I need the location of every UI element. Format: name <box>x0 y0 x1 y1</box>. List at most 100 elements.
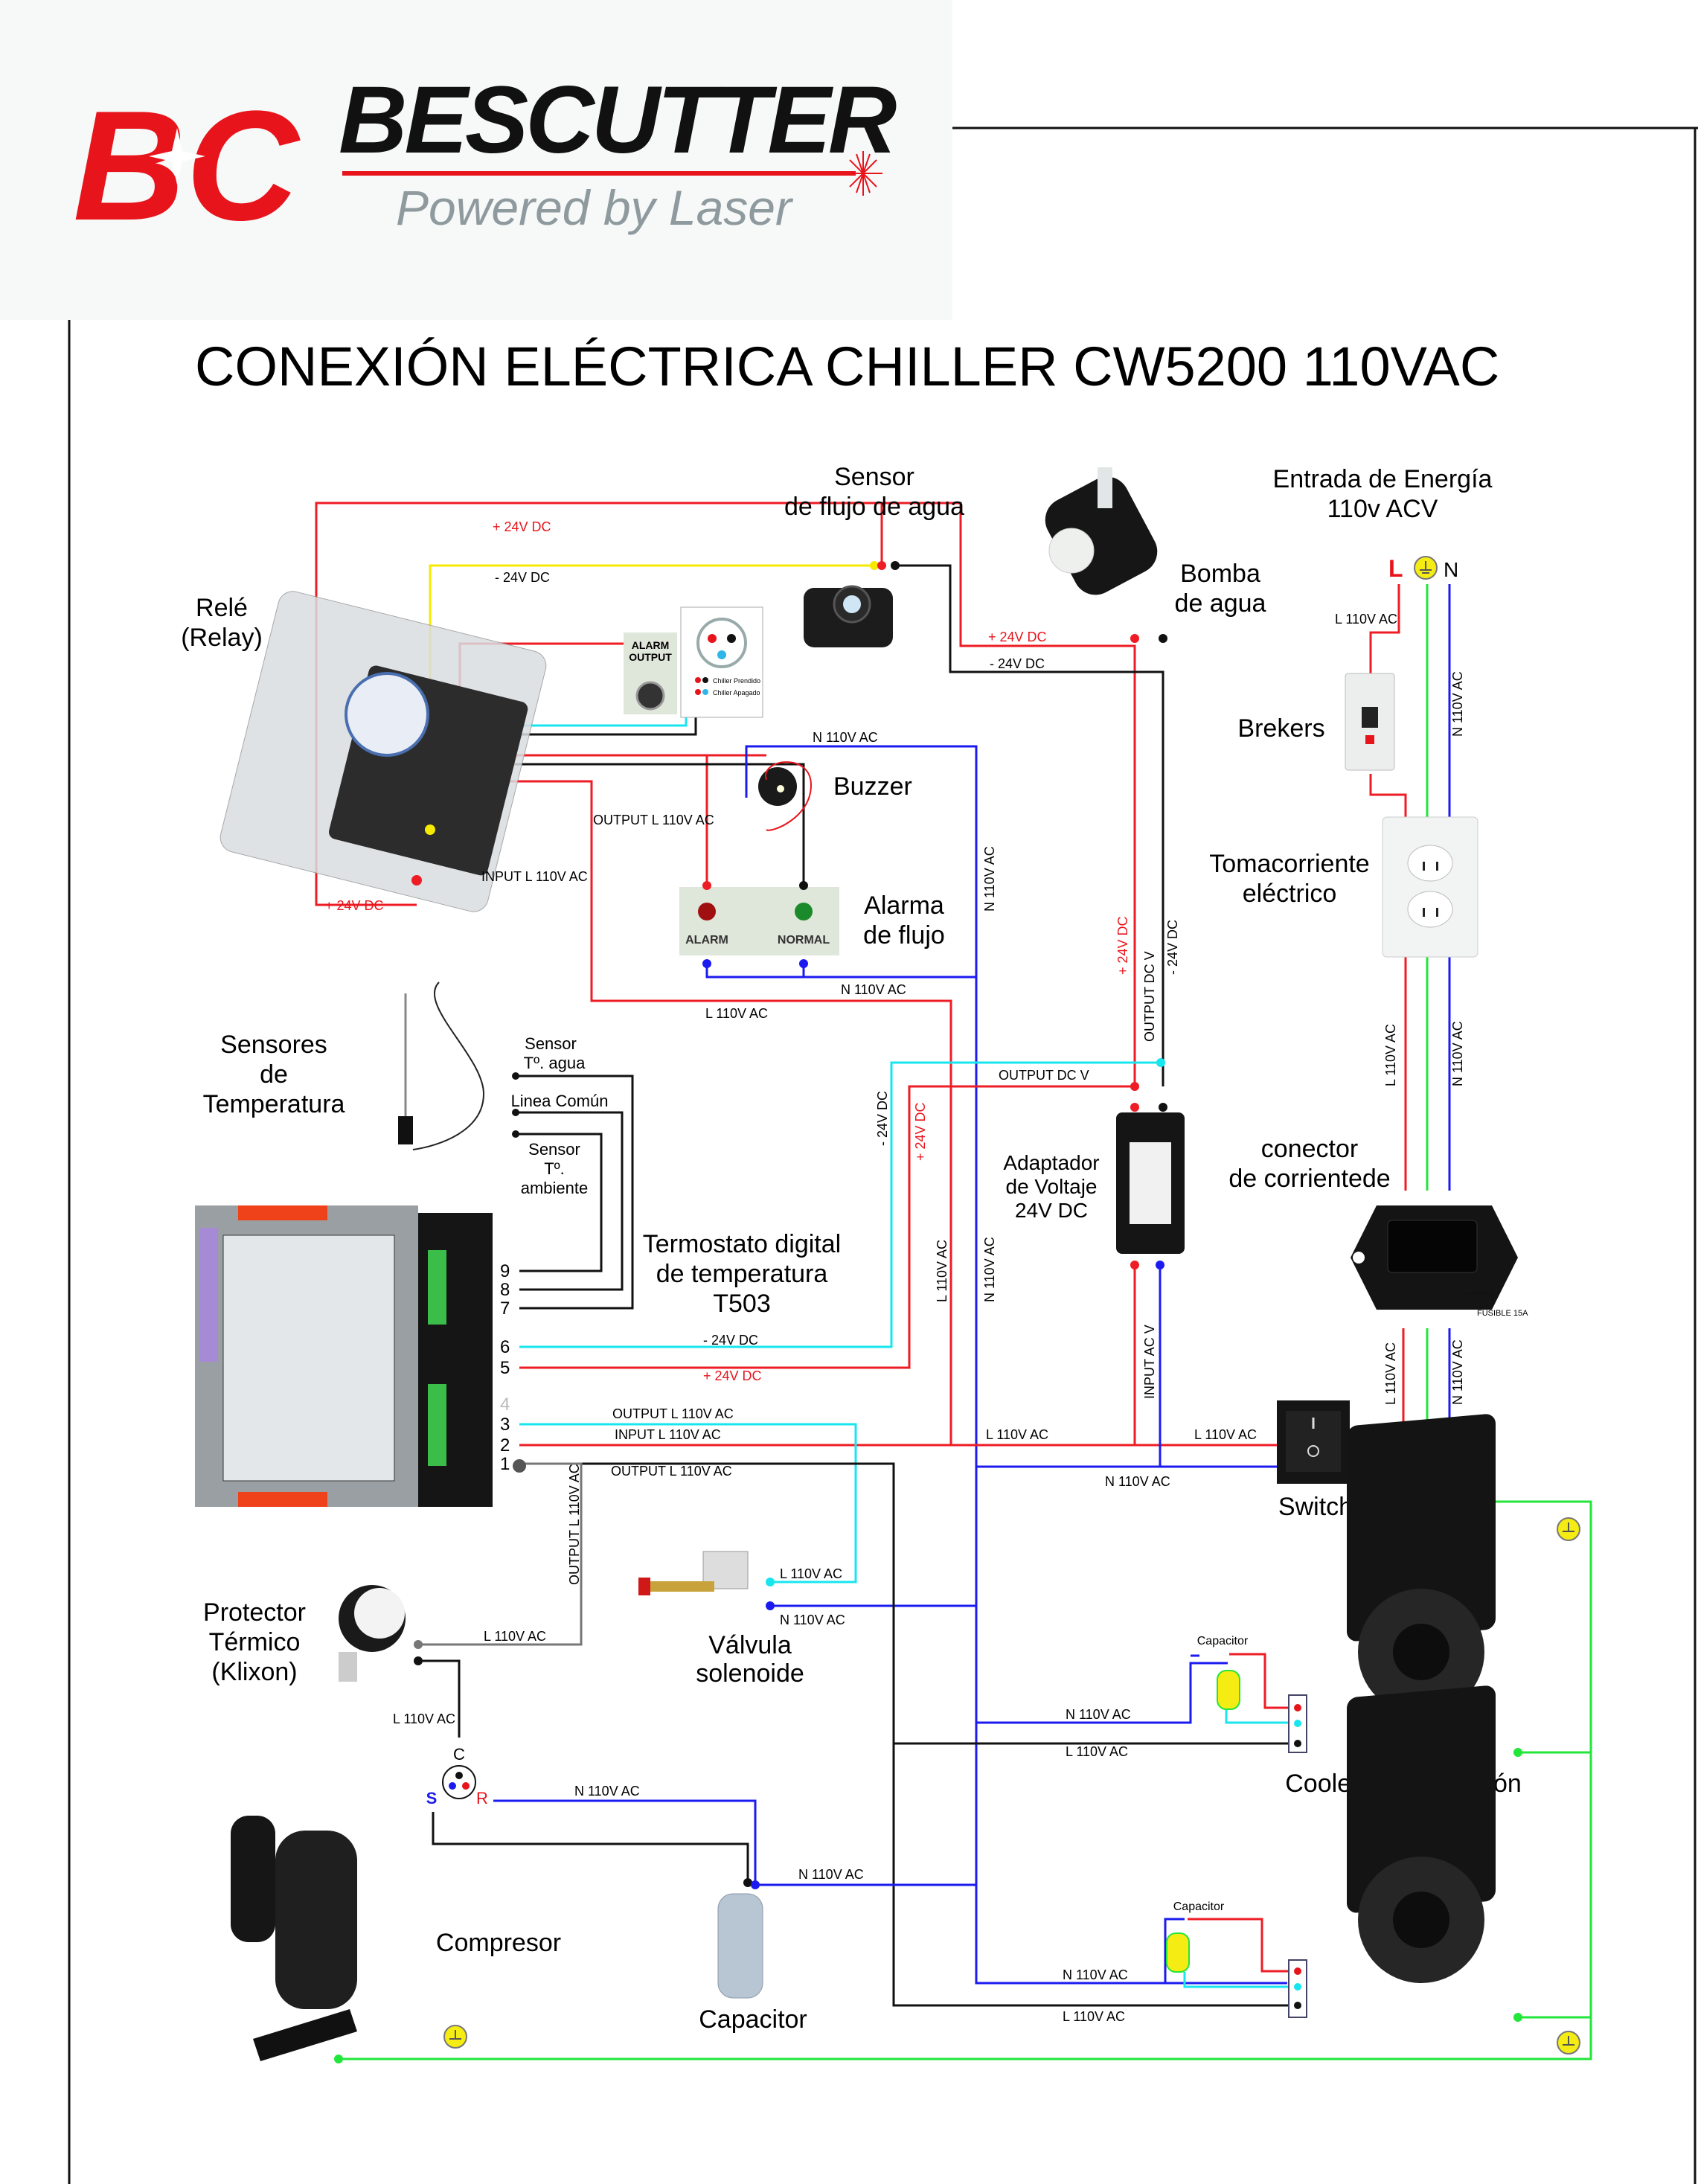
logo-tagline: Powered by Laser <box>396 180 794 235</box>
run-capacitor-component <box>717 1893 763 1999</box>
outlet-label-1: Tomacorriente <box>1209 850 1369 878</box>
terminal-3: 3 <box>500 1415 510 1435</box>
wire-out-l-solenoid <box>519 1423 857 1583</box>
wire-klixon-c <box>418 1659 461 1738</box>
flow-sensor-component <box>804 585 893 647</box>
wire-pos24-thermostat <box>519 1085 1135 1369</box>
buzzer-component <box>758 761 813 831</box>
alarm-legend-on: Chiller Prendido <box>713 677 760 685</box>
relay-component <box>220 591 547 912</box>
wire-pos24-relay <box>315 502 1136 1086</box>
page-title: CONEXIÓN ELÉCTRICA CHILLER CW5200 110VAC <box>195 336 1499 397</box>
wire-label: N 110V AC <box>1450 671 1465 737</box>
thermostat-terminals: 9 8 7 6 5 4 3 2 1 <box>500 1261 526 1474</box>
wire-power-l <box>1369 584 1400 681</box>
breaker-label: Brekers <box>1237 714 1324 743</box>
thermostat-label-1: Termostato digital <box>643 1230 841 1258</box>
wire-label: L 110V AC <box>1383 1342 1398 1405</box>
power-switch[interactable] <box>1277 1400 1350 1484</box>
terminal-5: 5 <box>500 1358 510 1378</box>
wire-out-l-fans <box>519 1462 1295 2007</box>
sensor-ambient-label-3: ambiente <box>521 1179 589 1197</box>
fan-component-1 <box>1217 1414 1496 1753</box>
adapter-label-3: 24V DC <box>1015 1199 1088 1222</box>
breaker-component <box>1345 673 1395 771</box>
connection-dots <box>334 561 1522 2063</box>
sensor-ambient-label-2: Tº. <box>544 1159 565 1178</box>
outlet-label-2: eléctrico <box>1243 880 1337 908</box>
logo-banner <box>0 0 952 320</box>
wire-label: L 110V AC <box>935 1240 949 1302</box>
wire-label: L 110V AC <box>484 1629 546 1644</box>
wire-label: OUTPUT DC V <box>1142 951 1157 1042</box>
terminal-4: 4 <box>500 1394 510 1415</box>
fan-component-2 <box>1166 1685 1496 2018</box>
power-l-terminal: L <box>1388 555 1403 582</box>
logo-wordmark: BESCUTTER <box>339 67 897 173</box>
fan1-capacitor-label: Capacitor <box>1197 1635 1249 1647</box>
terminal-9: 9 <box>500 1261 510 1281</box>
wire-label: N 110V AC <box>1063 1967 1128 1982</box>
alarm-output-title-2: OUTPUT <box>629 651 672 663</box>
power-input-label-2: 110v ACV <box>1327 495 1438 523</box>
ground-icon <box>443 2025 467 2049</box>
logo-sparkle-icon <box>149 128 205 185</box>
alarm-legend-off: Chiller Apagado <box>713 689 760 696</box>
wire-label: - 24V DC <box>990 656 1045 671</box>
wire-neg24-flow <box>895 564 1164 1086</box>
switch-label: Switch <box>1278 1493 1353 1521</box>
ground-icon <box>1557 2031 1580 2055</box>
thermostat-label-3: T503 <box>713 1290 771 1318</box>
flow-sensor-label-1: Sensor <box>834 463 914 491</box>
wire-breaker-outlet <box>1369 774 1407 819</box>
alarm-led-label: ALARM <box>685 934 728 947</box>
wire-label: - 24V DC <box>875 1091 890 1146</box>
klixon-component <box>339 1585 406 1682</box>
terminal-1: 1 <box>500 1454 510 1474</box>
wire-label: OUTPUT L 110V AC <box>612 1406 734 1421</box>
wire-label: N 110V AC <box>1450 1339 1465 1405</box>
wire-label: + 24V DC <box>325 898 384 913</box>
wire-label: - 24V DC <box>495 570 550 585</box>
temp-sensors-label-1: Sensores <box>220 1031 327 1059</box>
sensor-lines: Sensor Tº. agua Linea Común Sensor Tº. a… <box>511 1034 634 1310</box>
wire-label: L 110V AC <box>1066 1744 1128 1759</box>
wire-label: N 110V AC <box>798 1867 864 1882</box>
ground-icon <box>1414 556 1438 580</box>
wire-n-fan1 <box>976 1662 1228 1724</box>
laser-burst-icon <box>844 151 882 196</box>
power-connector-component <box>1351 1205 1518 1310</box>
solenoid-label-2: solenoide <box>696 1659 804 1688</box>
power-connector-label-1: conector <box>1261 1135 1358 1163</box>
relay-label-line2: (Relay) <box>181 624 263 652</box>
flow-alarm-label-1: Alarma <box>864 891 944 920</box>
wire-label: L 110V AC <box>986 1427 1048 1442</box>
wire-label: OUTPUT L 110V AC <box>593 813 714 827</box>
wire-n110-alarm <box>705 964 976 979</box>
pin-c-label: C <box>453 1745 465 1764</box>
pin-r-label: R <box>476 1789 488 1807</box>
wire-label: INPUT L 110V AC <box>481 869 588 884</box>
wire-label: N 110V AC <box>780 1613 845 1627</box>
wire-label: INPUT AC V <box>1142 1325 1157 1399</box>
wire-label: L 110V AC <box>780 1566 842 1581</box>
power-input-label-1: Entrada de Energía <box>1273 465 1493 493</box>
temp-sensors-label-3: Temperatura <box>203 1090 345 1118</box>
wire-label: - 24V DC <box>703 1333 758 1348</box>
klixon-label-2: Térmico <box>209 1628 301 1656</box>
solenoid-component <box>638 1551 749 1595</box>
wire-input-l-relay <box>506 780 952 1445</box>
fan2-capacitor-label: Capacitor <box>1173 1900 1225 1913</box>
ground-icon <box>1557 1517 1580 1541</box>
wire-label: N 110V AC <box>982 1237 997 1302</box>
pin-s-label: S <box>426 1789 438 1807</box>
wires <box>315 502 1592 2060</box>
wire-label: + 24V DC <box>913 1102 928 1161</box>
wire-normal-led <box>502 763 805 886</box>
compressor-label: Compresor <box>436 1929 561 1957</box>
compressor-component <box>231 1816 357 2061</box>
terminal-2: 2 <box>500 1435 510 1456</box>
wire-label: N 110V AC <box>813 730 878 745</box>
flow-sensor-label-2: de flujo de agua <box>784 493 964 521</box>
wire-label: N 110V AC <box>574 1784 640 1799</box>
